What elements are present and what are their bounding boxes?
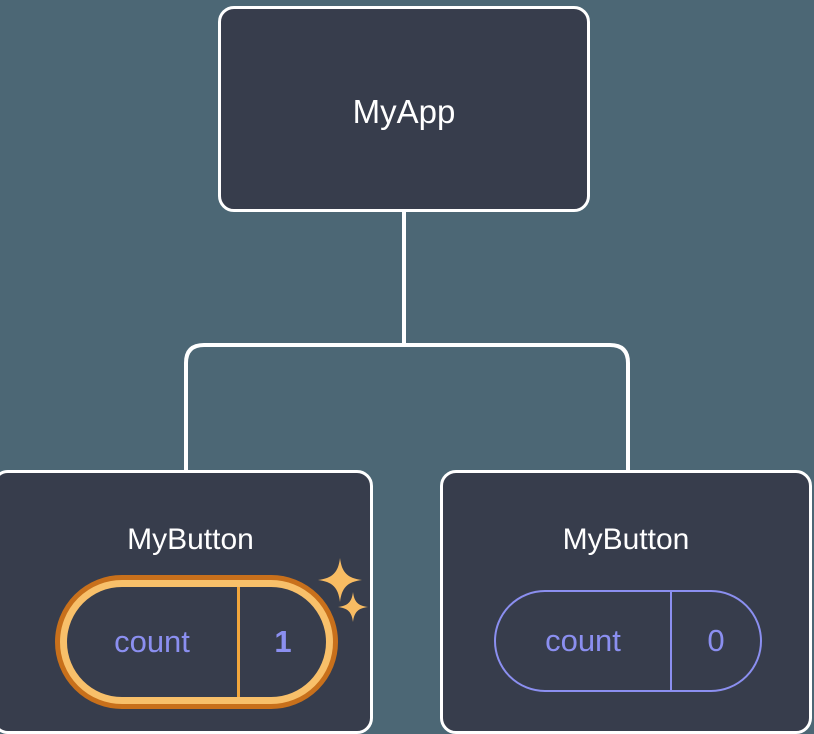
node-myapp-label: MyApp [352,93,456,130]
node-mybutton-right-label: MyButton [562,523,690,556]
edge-branch-bar [184,343,630,470]
state-pill-right-value: 0 [670,592,760,690]
sparkle-large-icon [318,558,362,602]
state-pill-inner: count 1 [67,587,326,697]
node-myapp[interactable]: MyApp [218,6,590,212]
node-mybutton-left-label: MyButton [127,523,254,556]
sparkle-small-icon [338,592,368,622]
state-pill-right-name: count [545,623,621,658]
state-pill-count-highlighted[interactable]: count 1 [55,575,338,709]
state-pill-left-name: count [114,624,190,659]
state-pill-count-plain[interactable]: count 0 [494,590,762,692]
state-pill-left-value: 1 [237,587,326,697]
